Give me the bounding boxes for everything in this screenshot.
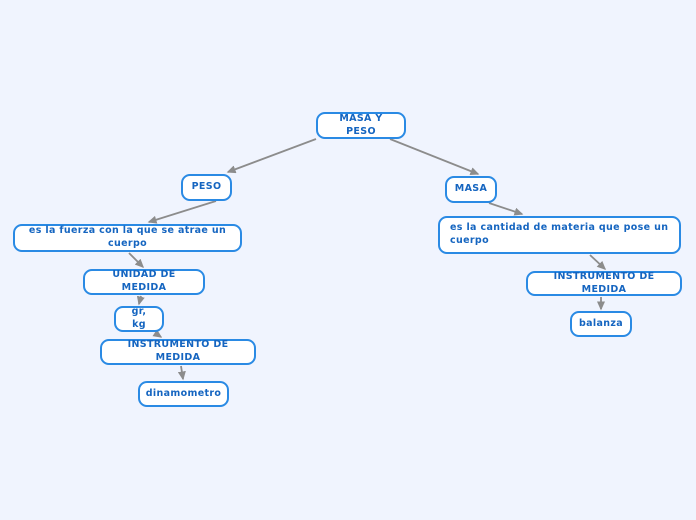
node-peso_um[interactable]: UNIDAD DE MEDIDA bbox=[83, 269, 205, 295]
node-label-peso_def: es la fuerza con la que se atrae un cuer… bbox=[28, 225, 227, 249]
edge-peso_um-to-peso_unit bbox=[136, 295, 145, 306]
node-label-masa: MASA bbox=[454, 183, 488, 195]
node-masa_def[interactable]: es la cantidad de materia que pose un cu… bbox=[438, 216, 681, 254]
node-label-peso_unit: gr, kg bbox=[131, 306, 147, 330]
node-label-masa_def: es la cantidad de materia que pose un cu… bbox=[450, 222, 669, 246]
node-label-peso_um: UNIDAD DE MEDIDA bbox=[112, 269, 176, 293]
node-peso_tool[interactable]: dinamometro bbox=[138, 381, 229, 407]
node-label-peso_tool: dinamometro bbox=[145, 387, 222, 399]
edge-masa-to-masa_def bbox=[488, 202, 524, 216]
node-label-root: MASA Y PESO bbox=[339, 112, 383, 137]
node-peso_inst[interactable]: INSTRUMENTO DE MEDIDA bbox=[100, 339, 256, 365]
node-root[interactable]: MASA Y PESO bbox=[316, 112, 406, 139]
node-masa[interactable]: MASA bbox=[445, 176, 497, 203]
node-label-peso: PESO bbox=[191, 181, 222, 193]
edge-peso_def-to-peso_um bbox=[128, 252, 145, 269]
edge-root-to-masa bbox=[389, 138, 480, 175]
edge-masa_def-to-masa_inst bbox=[589, 254, 607, 270]
edge-peso_unit-to-peso_inst bbox=[152, 329, 163, 338]
node-masa_inst[interactable]: INSTRUMENTO DE MEDIDA bbox=[526, 271, 682, 296]
node-label-peso_inst: INSTRUMENTO DE MEDIDA bbox=[127, 339, 229, 363]
node-peso[interactable]: PESO bbox=[181, 174, 232, 201]
node-label-masa_inst: INSTRUMENTO DE MEDIDA bbox=[553, 270, 655, 295]
edge-peso-to-peso_def bbox=[147, 200, 217, 224]
node-peso_def[interactable]: es la fuerza con la que se atrae un cuer… bbox=[13, 224, 242, 252]
edge-peso_inst-to-peso_tool bbox=[177, 365, 186, 381]
node-label-masa_tool: balanza bbox=[578, 317, 624, 329]
node-masa_tool[interactable]: balanza bbox=[570, 311, 632, 337]
node-peso_unit[interactable]: gr, kg bbox=[114, 306, 164, 332]
edge-root-to-peso bbox=[226, 138, 317, 174]
